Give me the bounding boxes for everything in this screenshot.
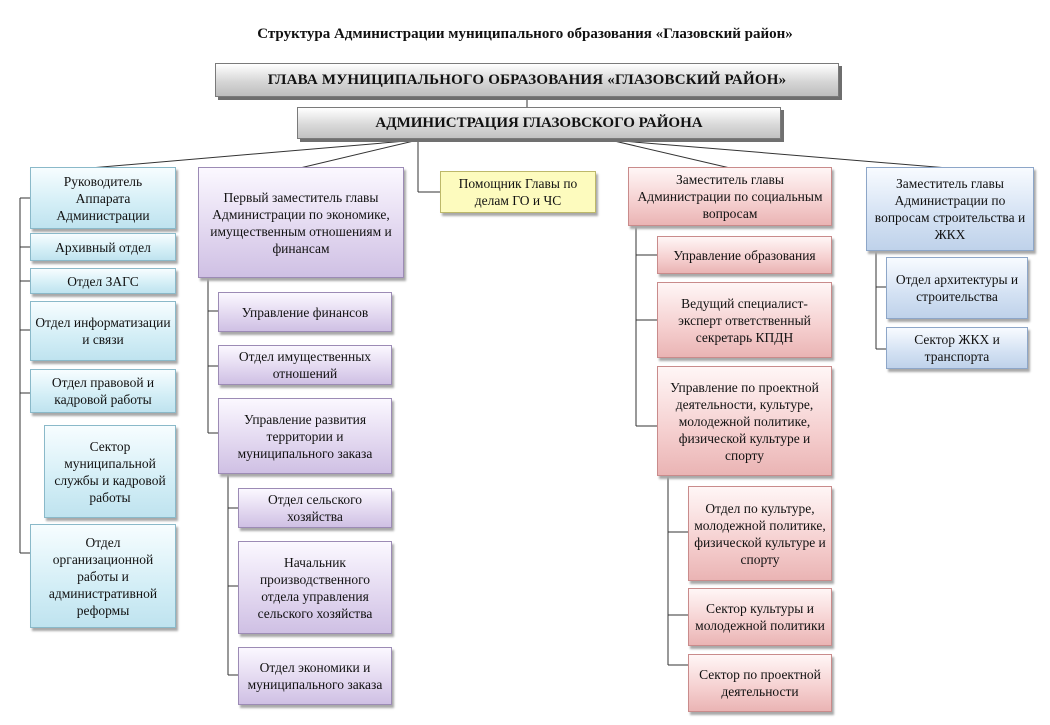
connector-admin-col2 xyxy=(299,139,419,169)
col2-item-finance: Управление финансов xyxy=(218,292,392,332)
col1-item-municipal-service: Сектор муниципальной службы и кадровой р… xyxy=(44,425,176,518)
col2-item-territory: Управление развития территории и муницип… xyxy=(218,398,392,474)
col2-head-box: Первый заместитель главы Администрации п… xyxy=(198,167,404,278)
col2-subitem-production: Начальник производственного отдела управ… xyxy=(238,541,392,634)
col4-head-box: Заместитель главы Администрации по социа… xyxy=(628,167,832,226)
col2-item-property: Отдел имущественных отношений xyxy=(218,345,392,385)
col1-head-box: Руководитель Аппарата Администрации xyxy=(30,167,176,229)
connector-admin-col5 xyxy=(609,139,949,169)
col2-subitem-agriculture: Отдел сельского хозяйства xyxy=(238,488,392,528)
col1-item-archive: Архивный отдел xyxy=(30,233,176,261)
col5-item-housing: Сектор ЖКХ и транспорта xyxy=(886,327,1028,369)
col4-item-projects: Управление по проектной деятельности, ку… xyxy=(657,366,832,476)
col4-subitem-culture-sector: Сектор культуры и молодежной политики xyxy=(688,588,832,646)
col5-item-architecture: Отдел архитектуры и строительства xyxy=(886,257,1028,319)
col1-item-zags: Отдел ЗАГС xyxy=(30,268,176,294)
connector-admin-col4 xyxy=(609,139,731,169)
col5-head-box: Заместитель главы Администрации по вопро… xyxy=(866,167,1034,251)
administration-box: АДМИНИСТРАЦИЯ ГЛАЗОВСКОГО РАЙОНА xyxy=(297,107,781,139)
col4-subitem-culture: Отдел по культуре, молодежной политике, … xyxy=(688,486,832,581)
col4-subitem-project-sector: Сектор по проектной деятельности xyxy=(688,654,832,712)
diagram-title: Структура Администрации муниципального о… xyxy=(257,26,793,42)
connector-admin-col1 xyxy=(89,139,419,169)
head-of-municipality-box: ГЛАВА МУНИЦИПАЛЬНОГО ОБРАЗОВАНИЯ «ГЛАЗОВ… xyxy=(215,63,839,97)
col1-item-legal: Отдел правовой и кадровой работы xyxy=(30,369,176,413)
col1-item-informatization: Отдел информатизации и связи xyxy=(30,301,176,361)
col4-item-kpdn: Ведущий специалист-эксперт ответственный… xyxy=(657,282,832,358)
col4-item-education: Управление образования xyxy=(657,236,832,274)
col2-subitem-economy: Отдел экономики и муниципального заказа xyxy=(238,647,392,705)
col3-assistant-box: Помощник Главы по делам ГО и ЧС xyxy=(440,171,596,213)
col1-item-organizational: Отдел организационной работы и администр… xyxy=(30,524,176,628)
